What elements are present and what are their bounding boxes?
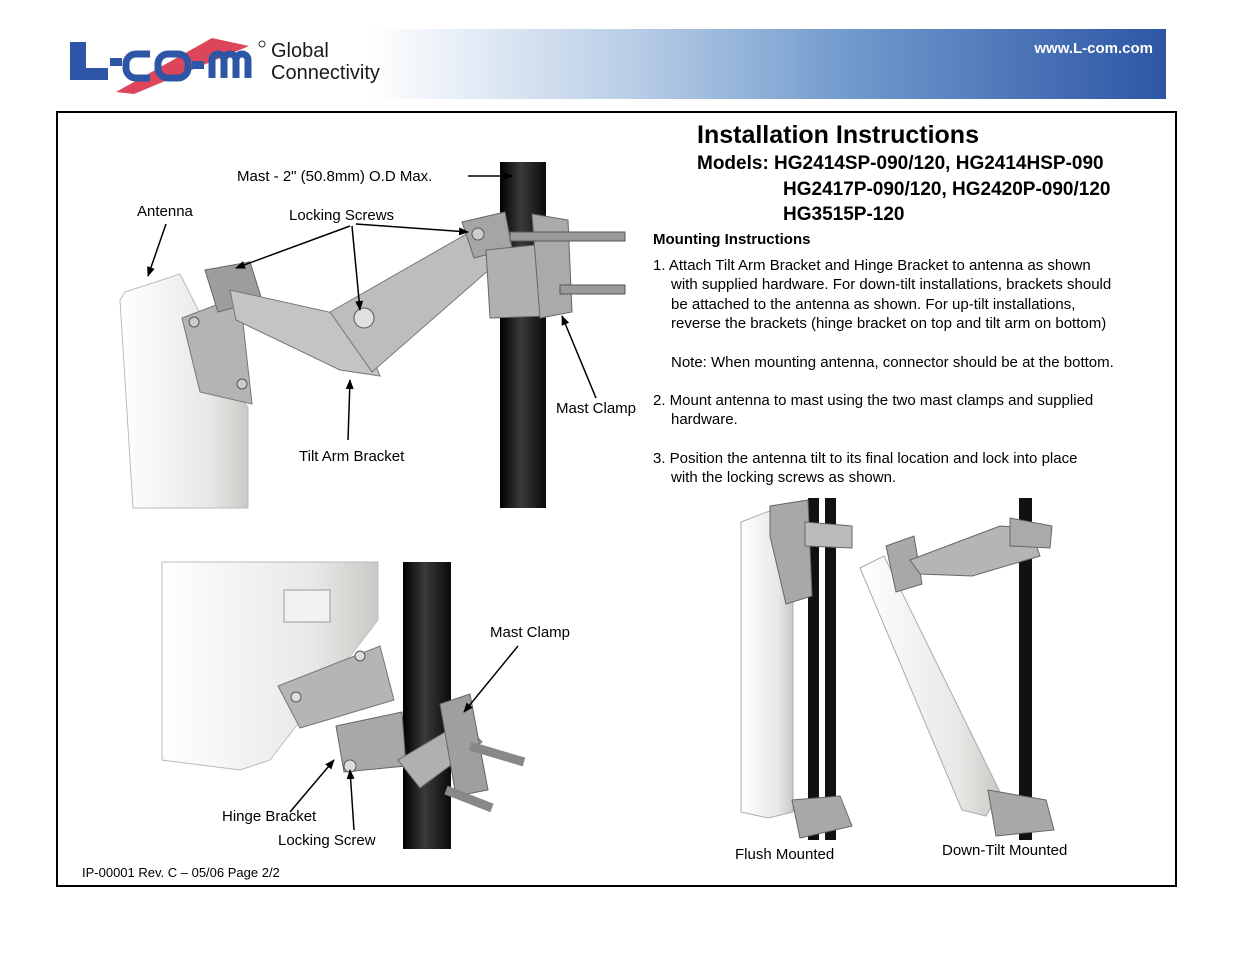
step-3-line: with the locking screws as shown.: [671, 469, 897, 487]
logo-tagline: Global Connectivity: [271, 40, 380, 84]
step-2-line: 2. Mount antenna to mast using the two m…: [653, 392, 1094, 410]
mast-clamp-label-top: Mast Clamp: [556, 400, 637, 417]
down-tilt-mounted-label: Down-Tilt Mounted: [942, 842, 1068, 859]
models-line-1: Models: HG2414SP-090/120, HG2414HSP-090: [697, 153, 1104, 174]
header-banner: [60, 29, 1166, 99]
mounting-note: Note: When mounting antenna, connector s…: [671, 353, 1114, 371]
step-1-line: be attached to the antenna as shown. For…: [671, 295, 1076, 313]
flush-mounted-label: Flush Mounted: [735, 846, 835, 863]
hinge-bracket-label: Hinge Bracket: [222, 808, 317, 825]
flush-mounted-photo: [740, 498, 853, 840]
section-heading: Mounting Instructions: [653, 231, 811, 248]
instruction-steps: 1. Attach Tilt Arm Bracket and Hinge Bra…: [653, 256, 1114, 488]
step-2-line: hardware.: [671, 411, 738, 429]
content-frame: [56, 111, 1177, 887]
down-tilt-mounted-photo: [859, 498, 1055, 840]
step-1-line: with supplied hardware. For down-tilt in…: [671, 276, 1112, 294]
models-line-2: HG2417P-090/120, HG2420P-090/120: [783, 178, 1111, 200]
tagline-line-1: Global: [271, 40, 329, 62]
antenna-label: Antenna: [137, 203, 193, 220]
mast-label: Mast - 2" (50.8mm) O.D Max.: [237, 168, 433, 185]
step-3-line: 3. Position the antenna tilt to its fina…: [653, 449, 1078, 467]
callout-arrows: [147, 172, 597, 831]
tagline-line-2: Connectivity: [271, 62, 380, 84]
lcom-logo: [70, 38, 266, 94]
mast-clamp-label-bottom: Mast Clamp: [490, 624, 571, 641]
models-line-3: HG3515P-120: [783, 204, 905, 225]
top-mounting-photo: [119, 162, 626, 509]
page-title: Installation Instructions: [697, 121, 979, 149]
locking-screws-label: Locking Screws: [289, 207, 395, 224]
website-link[interactable]: www.L-com.com: [1034, 40, 1153, 57]
document-footer: IP-00001 Rev. C – 05/06 Page 2/2: [82, 865, 280, 880]
bottom-mounting-photo: [161, 561, 526, 849]
tilt-arm-bracket-label: Tilt Arm Bracket: [299, 448, 405, 465]
step-1-line: reverse the brackets (hinge bracket on t…: [671, 315, 1107, 333]
models-heading: Models: HG2414SP-090/120, HG2414HSP-090 …: [697, 151, 1110, 228]
locking-screw-label: Locking Screw: [278, 832, 376, 849]
step-1-line: 1. Attach Tilt Arm Bracket and Hinge Bra…: [653, 257, 1091, 274]
